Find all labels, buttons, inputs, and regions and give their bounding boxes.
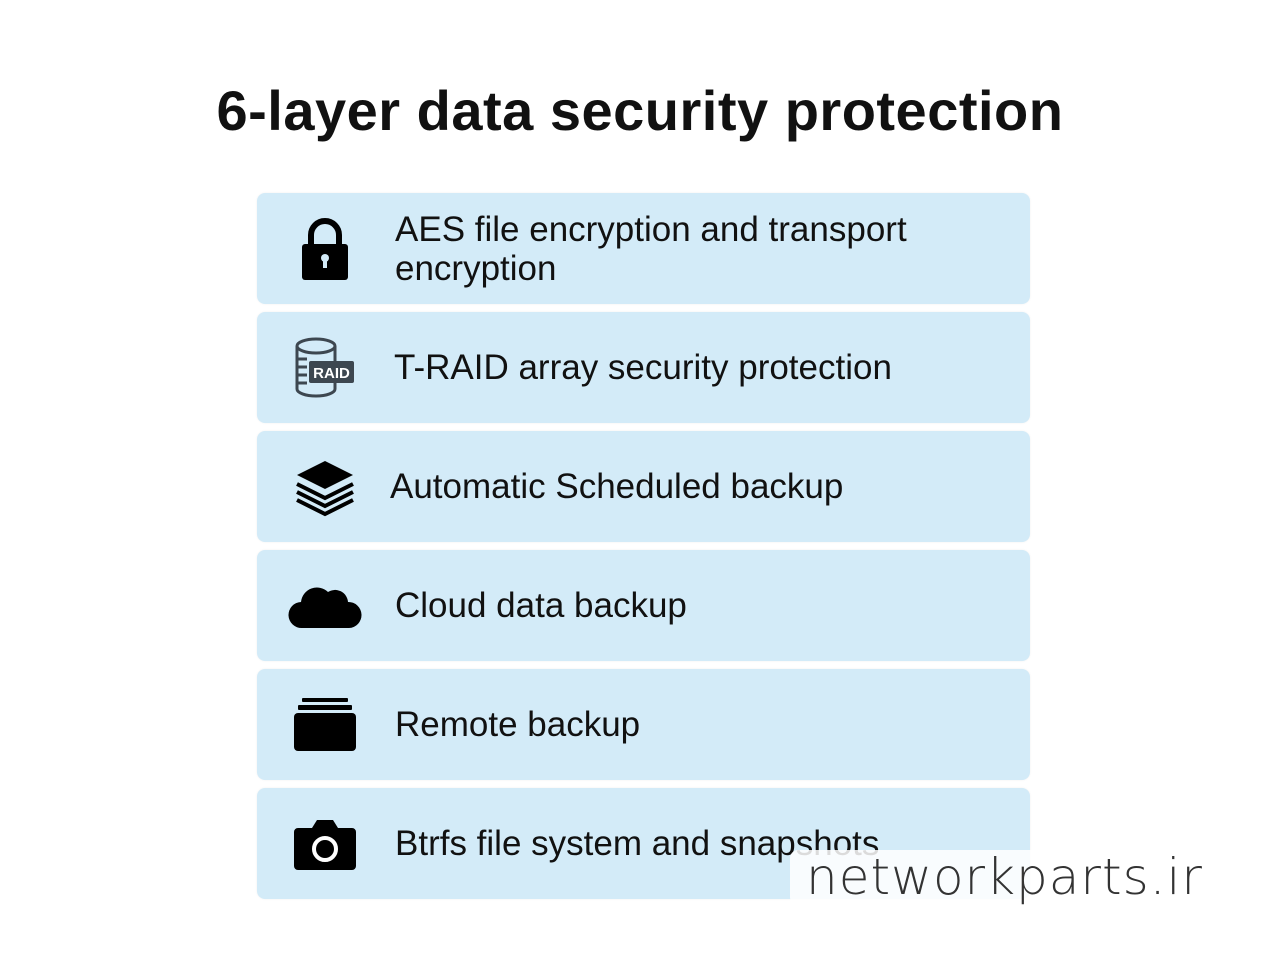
feature-card-scheduled-backup: Automatic Scheduled backup	[257, 431, 1030, 542]
feature-label: Remote backup	[395, 705, 641, 744]
feature-list: AES file encryption and transport encryp…	[257, 193, 1030, 907]
feature-label: Automatic Scheduled backup	[390, 467, 844, 506]
stack-icon	[287, 689, 363, 761]
raid-icon-text: RAID	[313, 365, 350, 382]
layers-icon	[287, 451, 363, 523]
page-title: 6-layer data security protection	[216, 79, 1064, 142]
feature-card-encryption: AES file encryption and transport encryp…	[257, 193, 1030, 304]
camera-icon	[287, 808, 363, 880]
watermark-text: networkparts.ir	[806, 848, 1203, 906]
lock-icon	[287, 213, 363, 285]
feature-card-cloud-backup: Cloud data backup	[257, 550, 1030, 661]
raid-icon: RAID	[287, 332, 363, 404]
cloud-icon	[287, 570, 363, 642]
feature-card-raid: RAID T-RAID array security protection	[257, 312, 1030, 423]
feature-card-remote-backup: Remote backup	[257, 669, 1030, 780]
feature-label: Cloud data backup	[395, 586, 687, 625]
watermark: networkparts.ir	[790, 850, 1230, 905]
feature-label: T-RAID array security protection	[394, 348, 892, 387]
feature-label: AES file encryption and transport encryp…	[395, 209, 907, 288]
